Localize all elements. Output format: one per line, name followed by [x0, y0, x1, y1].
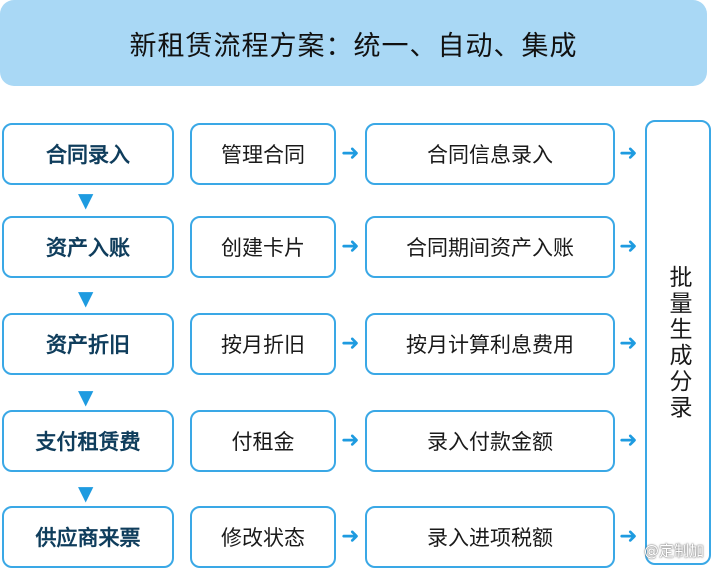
result-box-2: 合同期间资产入账: [365, 216, 615, 278]
action-label: 管理合同: [221, 143, 305, 167]
batch-entry-label: 批量生成分录: [665, 264, 691, 421]
arrow-right-icon: ➜: [619, 234, 638, 259]
arrow-right-icon: ➜: [619, 331, 638, 356]
step-box-4: 支付租赁费: [2, 410, 174, 472]
result-label: 录入付款金额: [427, 430, 553, 454]
page-title: 新租赁流程方案：统一、自动、集成: [129, 30, 578, 62]
result-box-3: 按月计算利息费用: [365, 313, 615, 375]
arrow-down-icon: ▼: [78, 481, 94, 505]
result-label: 合同期间资产入账: [406, 236, 574, 260]
watermark: @定制加: [643, 542, 704, 560]
arrow-right-icon: ➜: [341, 141, 360, 166]
step-box-2: 资产入账: [2, 216, 174, 278]
arrow-right-icon: ➜: [619, 428, 638, 453]
step-box-5: 供应商来票: [2, 506, 174, 568]
result-label: 录入进项税额: [427, 526, 553, 550]
result-box-1: 合同信息录入: [365, 123, 615, 185]
step-label: 支付租赁费: [35, 430, 141, 454]
title-banner: 新租赁流程方案：统一、自动、集成: [0, 0, 707, 86]
result-box-5: 录入进项税额: [365, 506, 615, 568]
batch-entry-box: 批量生成分录: [645, 120, 711, 565]
action-label: 付租金: [231, 430, 295, 454]
arrow-right-icon: ➜: [619, 141, 638, 166]
arrow-right-icon: ➜: [341, 331, 360, 356]
action-box-4: 付租金: [190, 410, 336, 472]
arrow-down-icon: ▼: [78, 286, 94, 310]
step-label: 资产折旧: [46, 333, 130, 357]
arrow-right-icon: ➜: [341, 524, 360, 549]
arrow-right-icon: ➜: [341, 428, 360, 453]
step-box-1: 合同录入: [2, 123, 174, 185]
arrow-down-icon: ▼: [78, 385, 94, 409]
result-label: 合同信息录入: [427, 143, 553, 167]
result-label: 按月计算利息费用: [406, 333, 574, 357]
action-label: 创建卡片: [221, 236, 305, 260]
arrow-right-icon: ➜: [341, 234, 360, 259]
step-box-3: 资产折旧: [2, 313, 174, 375]
step-label: 合同录入: [46, 143, 130, 167]
action-box-1: 管理合同: [190, 123, 336, 185]
arrow-right-icon: ➜: [619, 524, 638, 549]
action-label: 修改状态: [221, 526, 305, 550]
step-label: 供应商来票: [35, 526, 141, 550]
action-label: 按月折旧: [221, 333, 305, 357]
action-box-3: 按月折旧: [190, 313, 336, 375]
arrow-down-icon: ▼: [78, 188, 94, 212]
action-box-5: 修改状态: [190, 506, 336, 568]
action-box-2: 创建卡片: [190, 216, 336, 278]
step-label: 资产入账: [46, 236, 130, 260]
result-box-4: 录入付款金额: [365, 410, 615, 472]
